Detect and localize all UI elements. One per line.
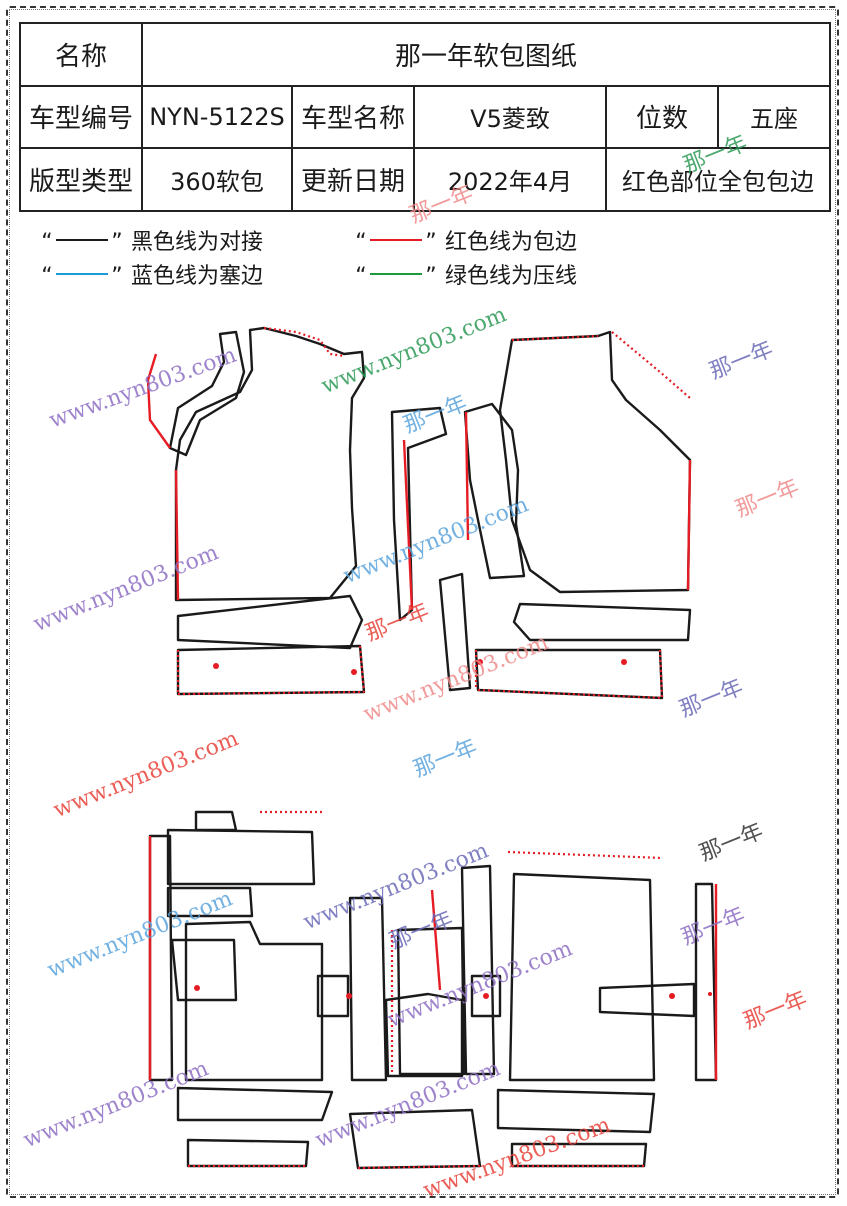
- right-footrest-pad: [598, 982, 696, 1018]
- edge-wrap-line: [174, 469, 180, 601]
- edge-wrap-line: [464, 411, 470, 541]
- right-door-insert: [463, 402, 526, 580]
- left-seat-rail-cover: [316, 974, 350, 1018]
- marker-dot: [621, 659, 627, 665]
- left-door-insert: [168, 330, 246, 457]
- legend-label: 绿色线为压线: [445, 264, 578, 289]
- edge-wrap-line: [686, 459, 692, 591]
- console-small-piece: [194, 810, 238, 832]
- label-pattern-type: 版型类型: [19, 147, 143, 212]
- table-row: 车型编号 NYN-5122S 车型名称 V5菱致 位数 五座: [19, 84, 832, 150]
- dashed-border: [6, 6, 839, 1198]
- dotted-border: [9, 9, 836, 1195]
- edge-wrap-line: [611, 331, 691, 399]
- marker-dot: [194, 985, 200, 991]
- left-door-pocket: [176, 644, 366, 696]
- rear-center-hump: [384, 992, 464, 1078]
- marker-dot: [213, 663, 219, 669]
- blue-line-swatch: [56, 273, 108, 275]
- edge-wrap-line: [146, 353, 171, 449]
- front-right-bottom-mat: [496, 1088, 656, 1134]
- left-b-pillar-strip: [390, 406, 448, 622]
- edge-wrap-line: [402, 439, 414, 611]
- label-model-code: 车型编号: [19, 84, 143, 150]
- edge-wrap-line: [430, 889, 442, 991]
- document-title: 那一年软包图纸: [140, 22, 832, 87]
- legend-item-red: “” 红色线为包边: [355, 230, 578, 255]
- left-door-strip: [176, 594, 364, 650]
- edge-wrap-line: [177, 688, 663, 700]
- center-left-strip: [438, 572, 472, 692]
- marker-dot: [669, 993, 675, 999]
- table-row: 名称 那一年软包图纸: [19, 22, 832, 87]
- front-right-floor-mat: [508, 872, 656, 1082]
- console-top-piece: [166, 828, 316, 886]
- marker-dot: [351, 669, 357, 675]
- front-left-bottom-mat: [176, 1086, 334, 1122]
- label-update-date: 更新日期: [291, 147, 415, 212]
- green-line-swatch: [370, 273, 422, 275]
- legend-item-green: “” 绿色线为压线: [355, 264, 578, 289]
- legend-label: 蓝色线为塞边: [131, 264, 264, 289]
- pattern-type-value: 360软包: [141, 147, 293, 212]
- marker-dot: [477, 659, 483, 665]
- edge-wrap-line: [188, 1164, 644, 1170]
- rear-left-side-strip: [348, 896, 388, 1082]
- left-front-door-panel: [174, 326, 366, 602]
- right-front-door-panel: [498, 330, 692, 594]
- rear-bottom-mat: [348, 1108, 482, 1170]
- marker-dot: [483, 993, 489, 999]
- marker-dot: [346, 993, 352, 999]
- model-code-value: NYN-5122S: [141, 84, 293, 150]
- legend-item-black: “” 黑色线为对接: [41, 230, 264, 255]
- legend-item-blue: “” 蓝色线为塞边: [41, 264, 264, 289]
- red-line-swatch: [370, 239, 422, 241]
- rear-right-side-strip: [460, 864, 496, 1076]
- edge-wrap-line: [511, 334, 599, 342]
- seats-value: 五座: [716, 84, 832, 150]
- update-date-value: 2022年4月: [413, 147, 607, 212]
- right-door-strip: [512, 602, 692, 642]
- edge-wrap-line: [474, 649, 664, 699]
- label-model-name: 车型名称: [291, 84, 415, 150]
- label-name: 名称: [19, 22, 143, 87]
- model-name-value: V5菱致: [413, 84, 607, 150]
- console-clip-piece: [166, 886, 254, 918]
- legend-label: 红色线为包边: [445, 230, 578, 255]
- rear-center-tunnel: [396, 926, 466, 1076]
- right-seat-rail-cover: [470, 974, 502, 1018]
- front-left-floor-mat: [184, 920, 324, 1082]
- edge-wrap-line: [263, 326, 345, 358]
- marker-dots: [194, 659, 712, 999]
- edge-wrap-line: [176, 645, 366, 694]
- spec-table: 名称 那一年软包图纸 车型编号 NYN-5122S 车型名称 V5菱致 位数 五…: [19, 22, 832, 212]
- front-left-heel-pad: [170, 938, 238, 1002]
- legend-label: 黑色线为对接: [131, 230, 264, 255]
- black-line-swatch: [56, 239, 108, 241]
- table-row: 版型类型 360软包 更新日期 2022年4月 红色部位全包包边: [19, 147, 832, 212]
- edge-wrap-line: [507, 850, 663, 860]
- label-seats: 位数: [605, 84, 719, 150]
- note-value: 红色部位全包包边: [604, 147, 832, 212]
- right-door-pocket: [474, 648, 664, 700]
- front-left-heel-strip: [186, 1138, 310, 1168]
- marker-dot: [708, 992, 712, 996]
